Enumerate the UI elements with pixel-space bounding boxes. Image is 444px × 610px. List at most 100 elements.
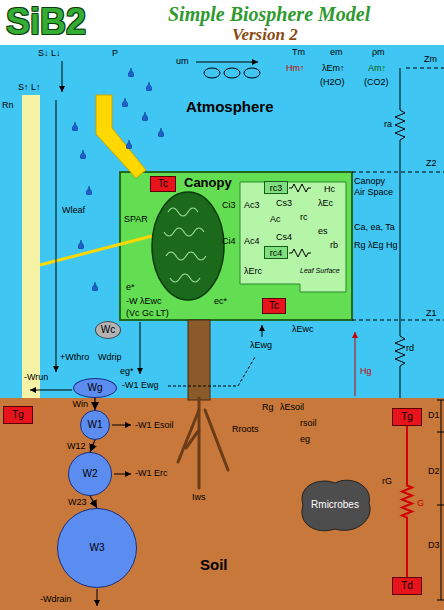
annotation: Ci4 [222,236,236,247]
annotation: um [176,56,189,67]
node-label: rc3 [270,182,283,194]
label-text: rc [300,212,308,222]
label-text: +Wthro [60,352,89,362]
label-text: (H2O) [320,77,345,87]
depth-scale [437,400,444,600]
label-text: -Wrun [24,372,48,382]
annotation: eg [300,434,310,445]
label-text: e* [126,282,135,292]
label-text: D3 [428,540,440,550]
annotation: -W1 Ewg [122,380,159,391]
evaporation-path [168,357,255,386]
title-block: Simple Biosphere Model [168,2,370,26]
node-label: Atmosphere [186,98,274,116]
annotation: SiB2 [6,2,86,42]
label-text: -W1 Ewg [122,380,159,390]
label-text: rsoil [300,418,317,428]
node-label: Wg [88,382,103,394]
label-text: ρm [372,47,385,57]
label-text: Hm↑ [286,63,305,73]
annotation: Leaf Surface [300,266,340,275]
connector [94,398,95,410]
annotation: λEwg [250,340,272,351]
annotation: SPAR [124,214,148,225]
annotation: Iws [192,492,206,503]
annotation: ρm [372,47,385,58]
label-text: λEwg [250,340,272,350]
annotation: rG [382,476,392,487]
annotation: -W1 Erc [135,468,168,479]
annotation: (CO2) [364,77,389,88]
label-text: λEsoil [280,402,304,412]
annotation: Ac3 [244,200,260,211]
annotation: Z1 [426,308,437,319]
annotation: (Vc Gc LT) [126,308,169,319]
node-label: Tc [158,178,168,190]
label-text: Ci4 [222,236,236,246]
annotation: rc [300,212,308,223]
label-text: em [330,47,343,57]
node-label: Tg [401,411,413,423]
annotation: S↓ L↓ [38,48,61,59]
resistance-box: rc4 [264,246,288,259]
annotation: e* [126,282,135,293]
resistance-box: rc3 [264,181,288,194]
leaf-surface-panel [240,182,346,292]
node-label: Tg [12,409,24,421]
annotation: -W λEwc [126,296,162,307]
label-text: Am↑ [368,63,386,73]
soil-band [0,398,444,610]
label-text: -W λEwc [126,296,162,306]
label-text: ra [384,119,392,129]
edge-label-text: Win [72,399,90,409]
label-text: eg* [120,366,134,376]
annotation: Wdrip [98,352,122,363]
annotation: Am↑ [368,63,386,74]
node-label: Wc [101,324,115,336]
resistance-line [395,68,405,398]
annotation: S↑ L↑ [18,82,41,93]
temperature-box: Tc [262,298,286,314]
annotation: (H2O) [320,77,345,88]
annotation: -Wdrain [40,594,72,605]
annotation: em [330,47,343,58]
title-text: Simple Biosphere Model [168,3,370,25]
label-text: Rg λEg Hg [354,240,398,250]
label-text: Rn [2,100,14,110]
diffuse-light-band [22,95,40,398]
annotation: Rn [2,100,14,111]
label-text: P [112,48,118,58]
label-text: Zm [424,54,437,64]
label-text: Tm [292,47,305,57]
wind-arrow [196,62,258,63]
flux-arrow [262,325,263,337]
annotation: +Wthro [60,352,89,363]
temperature-box: Tg [392,408,422,426]
edge-label: W12 [66,441,87,452]
annotation: Ci3 [222,200,236,211]
temperature-box: Td [392,577,422,595]
wind-eddies [204,68,260,78]
annotation: Cs3 [276,198,292,209]
annotation: Zm [424,54,437,65]
label-text: Cs4 [276,232,292,242]
label-text: Ca, ea, Ta [354,222,395,232]
label-text: Wleaf [62,205,85,215]
annotation: -Wrun [24,372,48,383]
annotation: Rg [262,402,274,413]
label-text: Ci3 [222,200,236,210]
label-text: Iws [192,492,206,502]
water-store: W2 [68,452,112,496]
connector [90,496,97,508]
annotation: Ca, ea, Ta [354,222,395,233]
leaf-ellipse [152,192,224,300]
soil-evaporation-arrow [112,425,131,426]
label-text: Version 2 [232,25,298,44]
annotation: G [417,498,424,509]
height-levels [352,68,444,320]
label-text: Z2 [426,158,437,168]
label-text: SPAR [124,214,148,224]
drainage-arrow [97,589,98,606]
annotation: Ac [270,214,281,225]
